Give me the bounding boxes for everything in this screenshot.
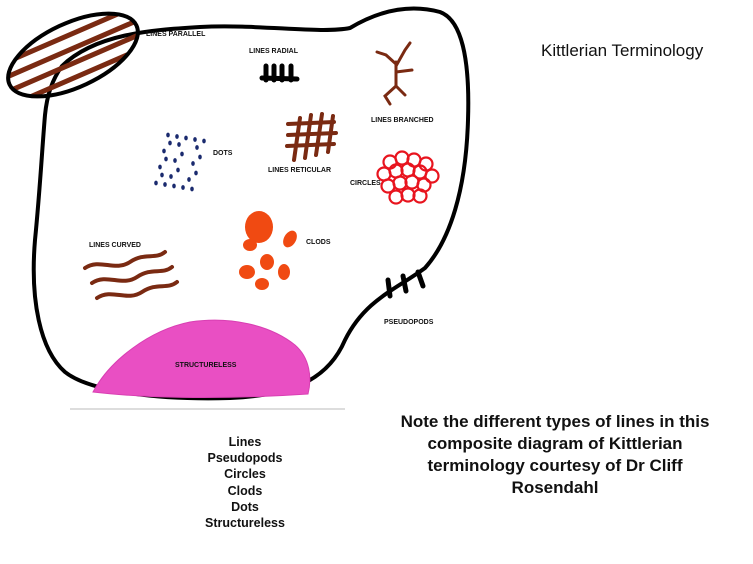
dot bbox=[175, 134, 179, 139]
dot bbox=[181, 185, 185, 190]
label-lines-parallel: LINES PARALLEL bbox=[146, 31, 206, 38]
dot bbox=[160, 172, 164, 178]
label-lines-radial: LINES RADIAL bbox=[249, 48, 299, 55]
label-structureless: STRUCTURELESS bbox=[175, 362, 237, 369]
dot bbox=[166, 132, 170, 138]
dot bbox=[154, 180, 158, 186]
label-circles: CIRCLES bbox=[350, 180, 381, 187]
lines-branched-marker bbox=[375, 41, 414, 106]
page-title: Kittlerian Terminology bbox=[541, 41, 704, 60]
pseudopods-marker bbox=[385, 269, 426, 299]
label-lines-reticular: LINES RETICULAR bbox=[268, 167, 331, 174]
dot bbox=[184, 135, 188, 141]
list-item: Circles bbox=[224, 467, 266, 482]
dot bbox=[164, 156, 168, 162]
note-text: Note the different types of lines in thi… bbox=[400, 412, 710, 497]
dot bbox=[202, 138, 206, 144]
list-item: Pseudopods bbox=[207, 451, 283, 466]
dot bbox=[163, 182, 167, 187]
dot bbox=[173, 158, 177, 163]
label-pseudopods: PSEUDOPODS bbox=[384, 319, 434, 326]
circle bbox=[412, 188, 428, 204]
dot bbox=[169, 174, 173, 179]
circles-marker bbox=[376, 150, 440, 205]
lines-reticular-marker bbox=[285, 112, 338, 162]
dot bbox=[194, 170, 198, 176]
lines-radial-marker bbox=[259, 63, 300, 83]
dot bbox=[187, 177, 191, 182]
label-lines-branched: LINES BRANCHED bbox=[371, 117, 434, 124]
label-lines-curved: LINES CURVED bbox=[89, 242, 141, 249]
dot bbox=[198, 154, 202, 160]
dot bbox=[172, 183, 176, 189]
dot bbox=[180, 151, 184, 157]
circle bbox=[388, 189, 404, 205]
structureless-marker bbox=[92, 319, 311, 398]
dot bbox=[158, 164, 162, 170]
clods-marker bbox=[239, 211, 297, 290]
terminology-list: Lines Pseudopods Circles Clods Dots Stru… bbox=[180, 434, 310, 531]
dot bbox=[162, 148, 166, 154]
list-item: Structureless bbox=[205, 516, 285, 531]
lines-curved-marker bbox=[83, 250, 179, 300]
dots-marker bbox=[154, 132, 206, 192]
dot bbox=[176, 167, 180, 173]
dot bbox=[168, 140, 172, 146]
list-item: Lines bbox=[228, 435, 262, 449]
dot bbox=[193, 137, 197, 142]
dot bbox=[195, 145, 199, 150]
dot bbox=[177, 142, 181, 147]
list-item: Dots bbox=[231, 499, 259, 514]
dot bbox=[190, 186, 194, 192]
lines-parallel-marker bbox=[0, 0, 150, 114]
lesion-outline bbox=[31, 6, 471, 401]
label-dots: DOTS bbox=[213, 150, 233, 157]
dot bbox=[191, 161, 195, 166]
list-item: Clods bbox=[227, 483, 263, 498]
circle bbox=[424, 168, 440, 184]
label-clods: CLODS bbox=[306, 239, 331, 246]
